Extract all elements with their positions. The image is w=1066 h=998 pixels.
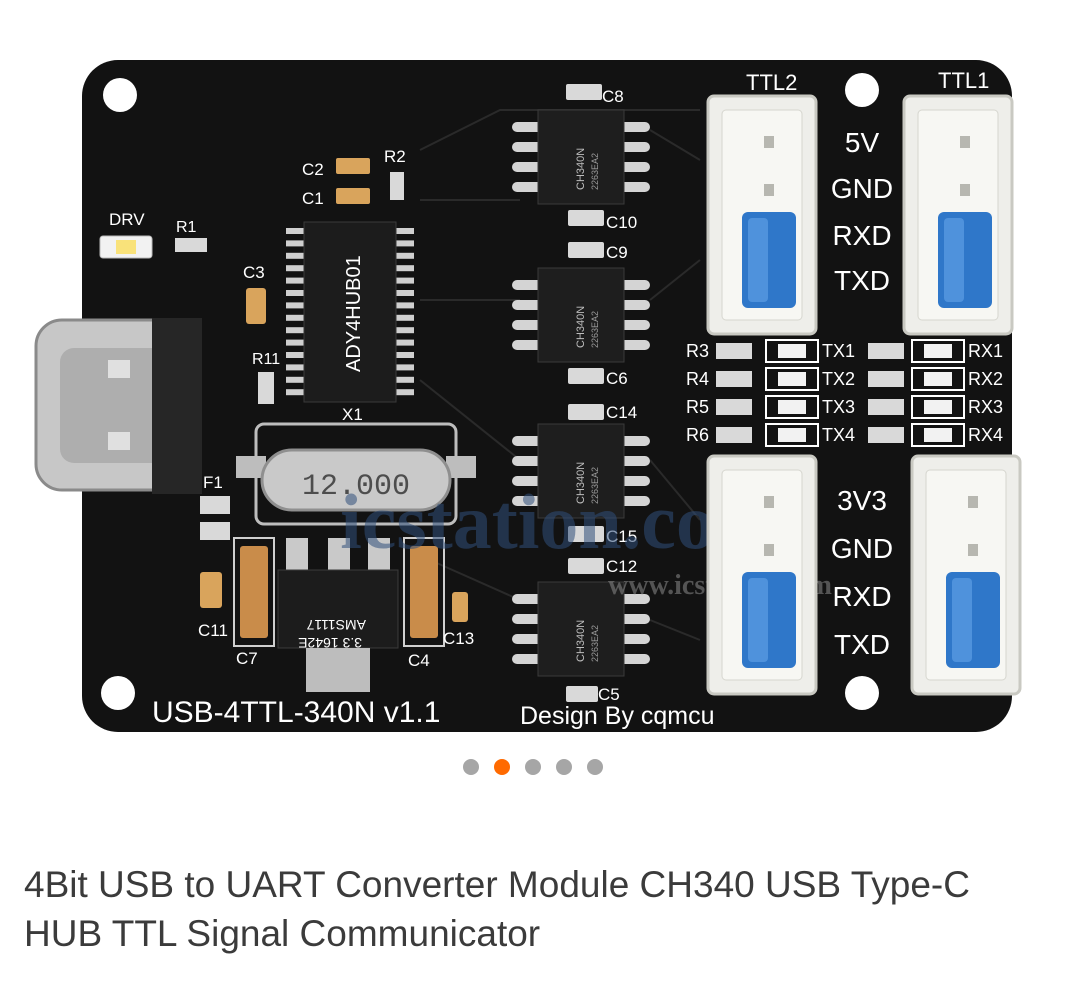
label-r11: R11: [252, 351, 280, 368]
board-credit-label: Design By cqmcu: [520, 702, 715, 730]
bottom-right-connector: [910, 454, 1022, 696]
label-r2: R2: [384, 147, 406, 166]
usb-hub-chip: ADY4HUB01: [286, 221, 414, 403]
pin-label-bottom-3v3: 3V3: [837, 485, 887, 516]
pagination-dot[interactable]: [587, 759, 603, 775]
uart-chip-code: 2263EA2: [590, 467, 600, 504]
uart-chip-code: 2263EA2: [590, 311, 600, 348]
label-c8: C8: [602, 87, 624, 106]
label-c6: C6: [606, 369, 628, 388]
usb-type-c-connector: [34, 318, 202, 494]
voltage-regulator: 3.3 1642E AMS1117: [277, 538, 399, 692]
label-c14: C14: [606, 403, 637, 422]
mounting-hole: [101, 676, 135, 710]
label-f1: F1: [203, 473, 223, 492]
label-x1: X1: [342, 405, 363, 424]
ttl1-connector: [902, 94, 1014, 336]
pcb-traces: [419, 109, 701, 641]
label-c2: C2: [302, 160, 324, 179]
label-rx-led: RX3: [968, 397, 1003, 417]
pin-label-top-5v: 5V: [845, 127, 880, 158]
label-c1: C1: [302, 189, 324, 208]
uart-chip-marking: CH340N: [575, 148, 587, 190]
pagination-dot[interactable]: [556, 759, 572, 775]
label-r1: R1: [176, 219, 197, 236]
label-c3: C3: [243, 263, 265, 282]
label-ttl2: TTL2: [746, 70, 797, 95]
pin-label-bottom-gnd: GND: [831, 533, 893, 564]
pagination-dot[interactable]: [525, 759, 541, 775]
pin-label-bottom-txd: TXD: [834, 629, 890, 660]
led-row-3: R5 TX3 RX3: [686, 395, 1003, 419]
label-tx-led: TX4: [822, 425, 855, 445]
crystal-oscillator: 12.000: [236, 422, 476, 526]
product-image[interactable]: DRV R1 C2 C1 R2 C3 R11 ADY4HUB01 X1: [0, 0, 1066, 740]
label-c13: C13: [443, 629, 474, 648]
label-resistor: R5: [686, 397, 709, 417]
led-row-1: R3 TX1 RX1: [686, 339, 1003, 363]
led-row-2: R4 TX2 RX2: [686, 367, 1003, 391]
label-c7: C7: [236, 649, 258, 668]
uart-chip-code: 2263EA2: [590, 153, 600, 190]
mounting-hole: [103, 78, 137, 112]
pin-label-bottom-rxd: RXD: [832, 581, 891, 612]
product-title: 4Bit USB to UART Converter Module CH340 …: [24, 864, 970, 954]
label-resistor: R3: [686, 341, 709, 361]
label-tx-led: TX1: [822, 341, 855, 361]
mounting-hole: [845, 73, 879, 107]
pin-label-top-txd: TXD: [834, 265, 890, 296]
regulator-code: 3.3 1642E: [298, 635, 362, 651]
crystal-marking: 12.000: [302, 470, 410, 504]
pagination-dot-active[interactable]: [494, 759, 510, 775]
label-c10: C10: [606, 213, 637, 232]
label-drv: DRV: [109, 210, 145, 229]
label-c9: C9: [606, 243, 628, 262]
label-c15: C15: [606, 527, 637, 546]
label-resistor: R6: [686, 425, 709, 445]
label-ttl1: TTL1: [938, 68, 989, 93]
bottom-left-connector: [706, 454, 818, 696]
label-c11: C11: [198, 621, 228, 640]
hub-chip-marking: ADY4HUB01: [343, 255, 365, 372]
ttl2-connector: [706, 94, 818, 336]
label-rx-led: RX2: [968, 369, 1003, 389]
label-c4: C4: [408, 651, 430, 670]
board-model-label: USB-4TTL-340N v1.1: [152, 696, 440, 729]
pin-label-top-rxd: RXD: [832, 220, 891, 251]
uart-chip-marking: CH340N: [575, 620, 587, 662]
regulator-marking: AMS1117: [306, 617, 366, 633]
uart-chip-marking: CH340N: [575, 462, 587, 504]
label-rx-led: RX1: [968, 341, 1003, 361]
mounting-hole: [845, 676, 879, 710]
uart-chip-marking: CH340N: [575, 306, 587, 348]
label-rx-led: RX4: [968, 425, 1003, 445]
uart-chip-code: 2263EA2: [590, 625, 600, 662]
gallery-pagination: [0, 756, 1066, 778]
led-row-4: R6 TX4 RX4: [686, 423, 1003, 447]
label-tx-led: TX2: [822, 369, 855, 389]
pagination-dot[interactable]: [463, 759, 479, 775]
product-image-gallery[interactable]: DRV R1 C2 C1 R2 C3 R11 ADY4HUB01 X1: [0, 0, 1066, 740]
label-resistor: R4: [686, 369, 709, 389]
pin-label-top-gnd: GND: [831, 173, 893, 204]
label-c5: C5: [598, 685, 620, 704]
label-c12: C12: [606, 557, 637, 576]
label-tx-led: TX3: [822, 397, 855, 417]
